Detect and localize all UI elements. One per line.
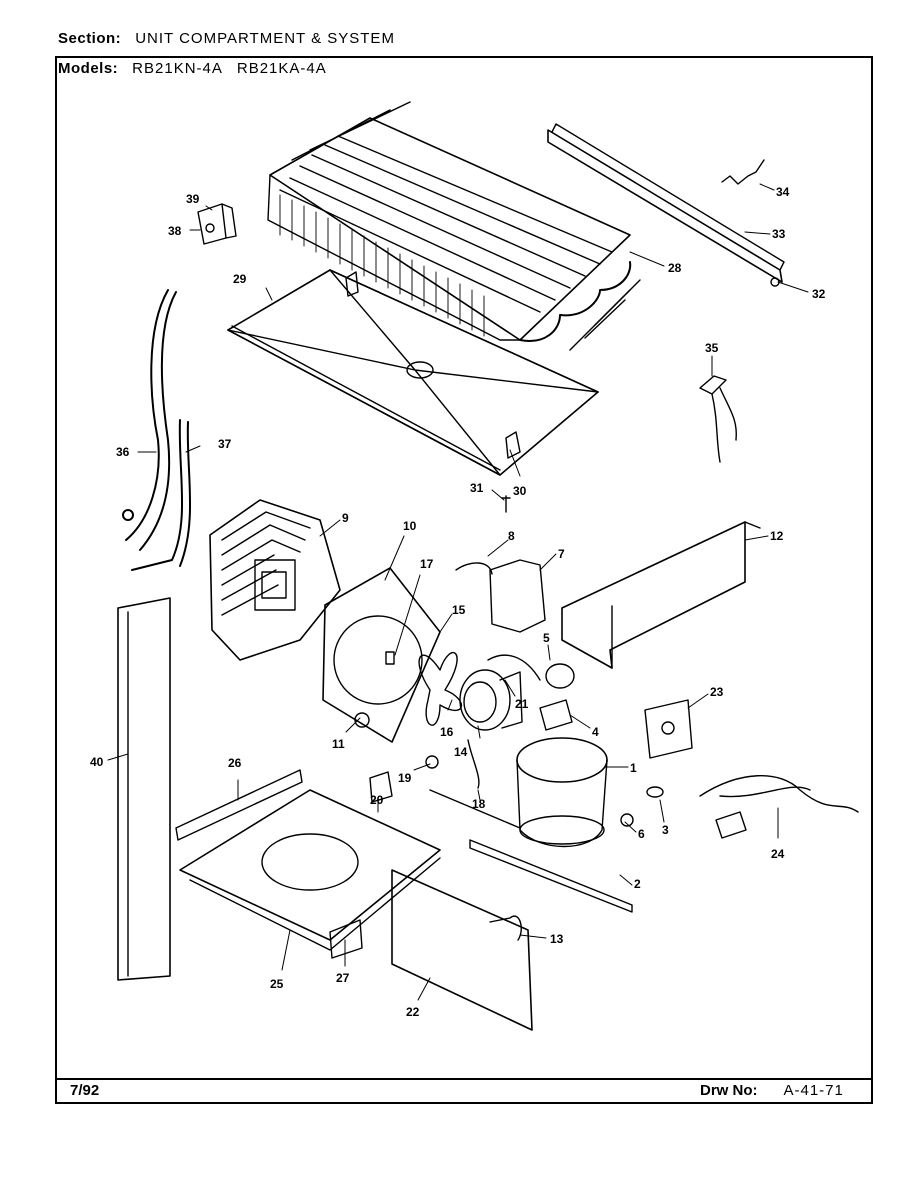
drawing-value: A-41-71 xyxy=(783,1082,844,1099)
clip-20 xyxy=(369,771,393,803)
drain-27 xyxy=(329,919,363,959)
wire-13 xyxy=(489,915,522,941)
fan-motor xyxy=(459,669,523,731)
callout-28: 28 xyxy=(668,261,682,275)
callout-34: 34 xyxy=(776,185,790,199)
section-header: Section: UNIT COMPARTMENT & SYSTEM xyxy=(58,30,409,47)
callout-29: 29 xyxy=(233,272,247,286)
access-panel xyxy=(391,869,533,1031)
top-bracket xyxy=(345,271,359,297)
fan-blade xyxy=(418,651,463,726)
callout-36: 36 xyxy=(116,445,130,459)
callout-20: 20 xyxy=(370,793,384,807)
callout-1: 1 xyxy=(630,761,637,775)
callout-35: 35 xyxy=(705,341,719,355)
power-cord xyxy=(699,774,859,839)
callout-8: 8 xyxy=(508,529,515,543)
callout-37: 37 xyxy=(218,437,232,451)
wire-harness-21 xyxy=(487,654,541,681)
callout-24: 24 xyxy=(771,847,785,861)
model-2: RB21KA-4A xyxy=(236,60,327,77)
condenser xyxy=(209,499,341,661)
callout-6: 6 xyxy=(638,827,645,841)
callout-17: 17 xyxy=(420,557,434,571)
callout-23: 23 xyxy=(710,685,724,699)
callout-40: 40 xyxy=(90,755,104,769)
diagram-frame xyxy=(55,56,873,1104)
start-relay xyxy=(539,699,573,731)
callout-32: 32 xyxy=(812,287,826,301)
callout-11: 11 xyxy=(332,737,345,751)
revision-date: 7/92 xyxy=(70,1082,100,1099)
footer-divider xyxy=(55,1078,873,1080)
mounting-bracket xyxy=(197,203,237,245)
models-header: Models: RB21KN-4A RB21KA-4A xyxy=(58,60,341,77)
rear-panel xyxy=(561,521,761,669)
drawing-label: Drw No: xyxy=(700,1082,758,1099)
callout-38: 38 xyxy=(168,224,182,238)
callout-27: 27 xyxy=(336,971,350,985)
mounting-rail xyxy=(429,789,633,913)
capacitor xyxy=(545,663,575,689)
compressor xyxy=(516,737,608,848)
shroud-rail xyxy=(547,123,785,287)
pan-bracket xyxy=(505,431,521,459)
wire-18 xyxy=(467,739,480,789)
defrost-timer xyxy=(644,699,693,759)
section-label: Section: xyxy=(58,30,122,47)
wire-clip xyxy=(721,159,765,185)
fan-hub xyxy=(354,712,370,728)
models-label: Models: xyxy=(58,60,119,77)
drawing-number: Drw No: A-41-71 xyxy=(700,1082,844,1099)
callout-19: 19 xyxy=(398,771,412,785)
callout-5: 5 xyxy=(543,631,550,645)
screw xyxy=(501,495,511,513)
callout-30: 30 xyxy=(513,484,527,498)
side-panel xyxy=(117,597,171,981)
condenser-coil xyxy=(267,101,641,351)
callout-10: 10 xyxy=(403,519,417,533)
callout-15: 15 xyxy=(452,603,466,617)
callout-4: 4 xyxy=(592,725,599,739)
callout-14: 14 xyxy=(454,745,468,759)
callout-9: 9 xyxy=(342,511,349,525)
base-pan xyxy=(175,769,441,951)
callout-16: 16 xyxy=(440,725,454,739)
drain-tubes xyxy=(122,289,192,571)
drain-pan xyxy=(227,269,599,476)
grommet xyxy=(646,786,664,798)
callout-26: 26 xyxy=(228,756,242,770)
model-1: RB21KN-4A xyxy=(132,60,223,77)
callout-25: 25 xyxy=(270,977,284,991)
callout-2: 2 xyxy=(634,877,641,891)
thermostat-harness xyxy=(699,375,737,463)
callout-12: 12 xyxy=(770,529,784,543)
callout-22: 22 xyxy=(406,1005,420,1019)
defrost-control xyxy=(455,559,546,633)
callout-7: 7 xyxy=(558,547,565,561)
callout-18: 18 xyxy=(472,797,486,811)
clip-6 xyxy=(620,813,634,827)
callout-21: 21 xyxy=(515,697,529,711)
callout-39: 39 xyxy=(186,192,200,206)
grommet-19 xyxy=(425,755,439,769)
section-value: UNIT COMPARTMENT & SYSTEM xyxy=(135,30,395,47)
fan-shroud xyxy=(322,567,441,743)
callout-31: 31 xyxy=(470,481,484,495)
callout-33: 33 xyxy=(772,227,786,241)
callout-3: 3 xyxy=(662,823,669,837)
callout-13: 13 xyxy=(550,932,564,946)
